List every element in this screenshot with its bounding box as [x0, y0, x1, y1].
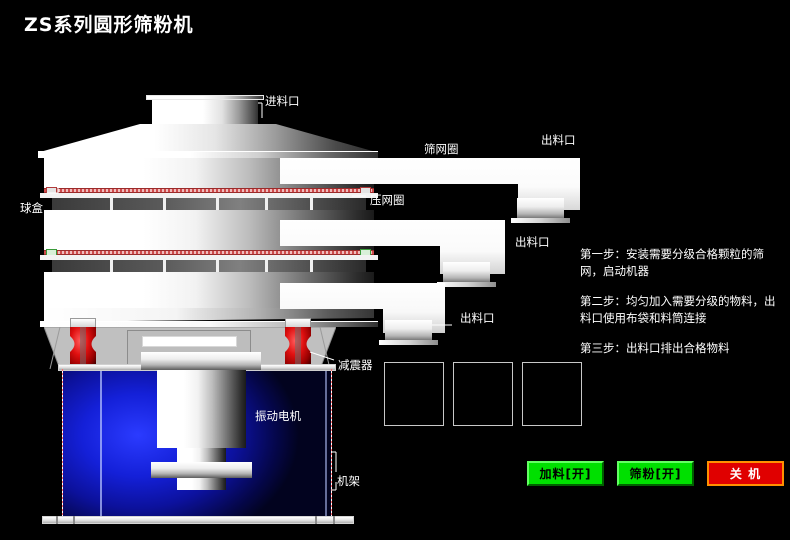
damper-spring-left-cap [70, 318, 96, 329]
ball-box-divider-deck1-d [265, 198, 268, 210]
frame-post-left [100, 371, 102, 516]
shutdown-button[interactable]: 关 机 [707, 461, 784, 486]
label-ball-box: 球盒 [20, 201, 43, 215]
preview-box-3[interactable] [522, 362, 582, 426]
damper-spring-right-cap [285, 318, 311, 329]
mesh-press-ring-bar-deck2 [40, 255, 378, 260]
ball-box-divider-deck2-e [310, 260, 313, 272]
outlet-chute-bottom [280, 283, 445, 333]
instruction-steps: 第一步：安装需要分级合格颗粒的筛网，启动机器 第二步：均匀加入需要分级的物料，出… [580, 246, 785, 357]
outlet-spout-middle [443, 262, 490, 284]
outlet-spout-bottom [385, 320, 432, 342]
screen-mesh-deck2 [44, 250, 374, 255]
ball-box-compartments-deck2 [52, 260, 366, 272]
damper-support-band [44, 327, 336, 369]
lower-body-base-rim [40, 321, 378, 327]
upper-body-deck1 [44, 158, 374, 188]
frame-edge-left [62, 369, 63, 516]
outlet-spout-bottom-flange [379, 340, 438, 345]
preview-box-1[interactable] [384, 362, 444, 426]
screen-mesh-deck1 [44, 188, 374, 193]
damper-spring-left [70, 327, 96, 369]
ball-box-divider-deck1-b [163, 198, 166, 210]
label-outlet-middle: 出料口 [515, 235, 550, 249]
feed-inlet-collar [152, 100, 258, 124]
frame-post-right [325, 371, 327, 516]
preview-box-group [384, 362, 582, 426]
label-outlet-top: 出料口 [541, 133, 576, 147]
top-cover-rim [38, 151, 378, 158]
outlet-spout-top-flange [511, 218, 570, 223]
machine-base-plate [42, 516, 354, 524]
vibration-motor-counterweight [151, 462, 252, 478]
outlet-chute-middle [280, 220, 505, 274]
instruction-step-2: 第二步：均匀加入需要分级的物料，出料口使用布袋和料筒连接 [580, 294, 776, 325]
label-damper: 减震器 [338, 358, 373, 372]
damper-center-plate-highlight [142, 336, 237, 347]
top-cone-cover [40, 124, 376, 156]
base-plate-notch-c [315, 516, 317, 524]
base-plate-notch-b [73, 516, 75, 524]
ball-box-left-marker-deck2 [46, 249, 57, 257]
lower-body-deck3 [44, 272, 374, 310]
page-title: ZS系列圆形筛粉机 [24, 14, 194, 36]
base-plate-notch-d [333, 516, 335, 524]
frame-top-rail [58, 364, 336, 371]
label-machine-frame: 机架 [337, 474, 360, 488]
mesh-press-ring-bar-deck1 [40, 193, 378, 198]
instruction-step-3: 第三步：出料口排出合格物料 [580, 341, 730, 355]
ball-box-right-marker-deck2 [360, 249, 371, 257]
damper-center-plate [127, 330, 251, 366]
vibration-motor-top-flange [141, 352, 261, 370]
ball-box-divider-deck2-b [163, 260, 166, 272]
ball-box-left-marker-deck1 [46, 187, 57, 195]
sieve-button[interactable]: 筛粉[开] [617, 461, 694, 486]
ball-box-compartments-deck1 [52, 198, 366, 210]
ball-box-divider-deck2-d [265, 260, 268, 272]
label-mesh-press-ring: 压网圈 [370, 193, 405, 207]
ball-box-divider-deck2-a [110, 260, 113, 272]
label-feed-inlet: 进料口 [265, 94, 300, 108]
frame-edge-right [331, 369, 332, 516]
ball-box-divider-deck1-c [216, 198, 219, 210]
lower-hopper-slope [44, 308, 374, 322]
ball-box-divider-deck1-e [310, 198, 313, 210]
control-button-bar: 加料[开] 筛粉[开] 关 机 [527, 461, 784, 486]
outlet-chute-top [280, 158, 580, 210]
instruction-step-1: 第一步：安装需要分级合格颗粒的筛网，启动机器 [580, 247, 764, 278]
damper-spring-right [285, 327, 311, 369]
middle-body-deck2 [44, 210, 374, 250]
feed-inlet-lid [146, 95, 264, 100]
feed-inlet-base-ring [140, 124, 270, 130]
feed-button[interactable]: 加料[开] [527, 461, 604, 486]
vibration-motor-body [157, 370, 246, 448]
vibration-motor-shaft-collar [177, 448, 226, 462]
ball-box-divider-deck1-a [110, 198, 113, 210]
outlet-spout-middle-flange [437, 282, 496, 287]
label-vibration-motor: 振动电机 [255, 409, 301, 423]
outlet-spout-top [517, 198, 564, 220]
base-plate-notch-a [56, 516, 58, 524]
label-screen-ring: 筛网圈 [424, 142, 459, 156]
ball-box-divider-deck2-c [216, 260, 219, 272]
preview-box-2[interactable] [453, 362, 513, 426]
label-outlet-bottom: 出料口 [460, 311, 495, 325]
machine-frame-body [63, 369, 331, 516]
vibration-motor-lower-collar [177, 478, 226, 490]
